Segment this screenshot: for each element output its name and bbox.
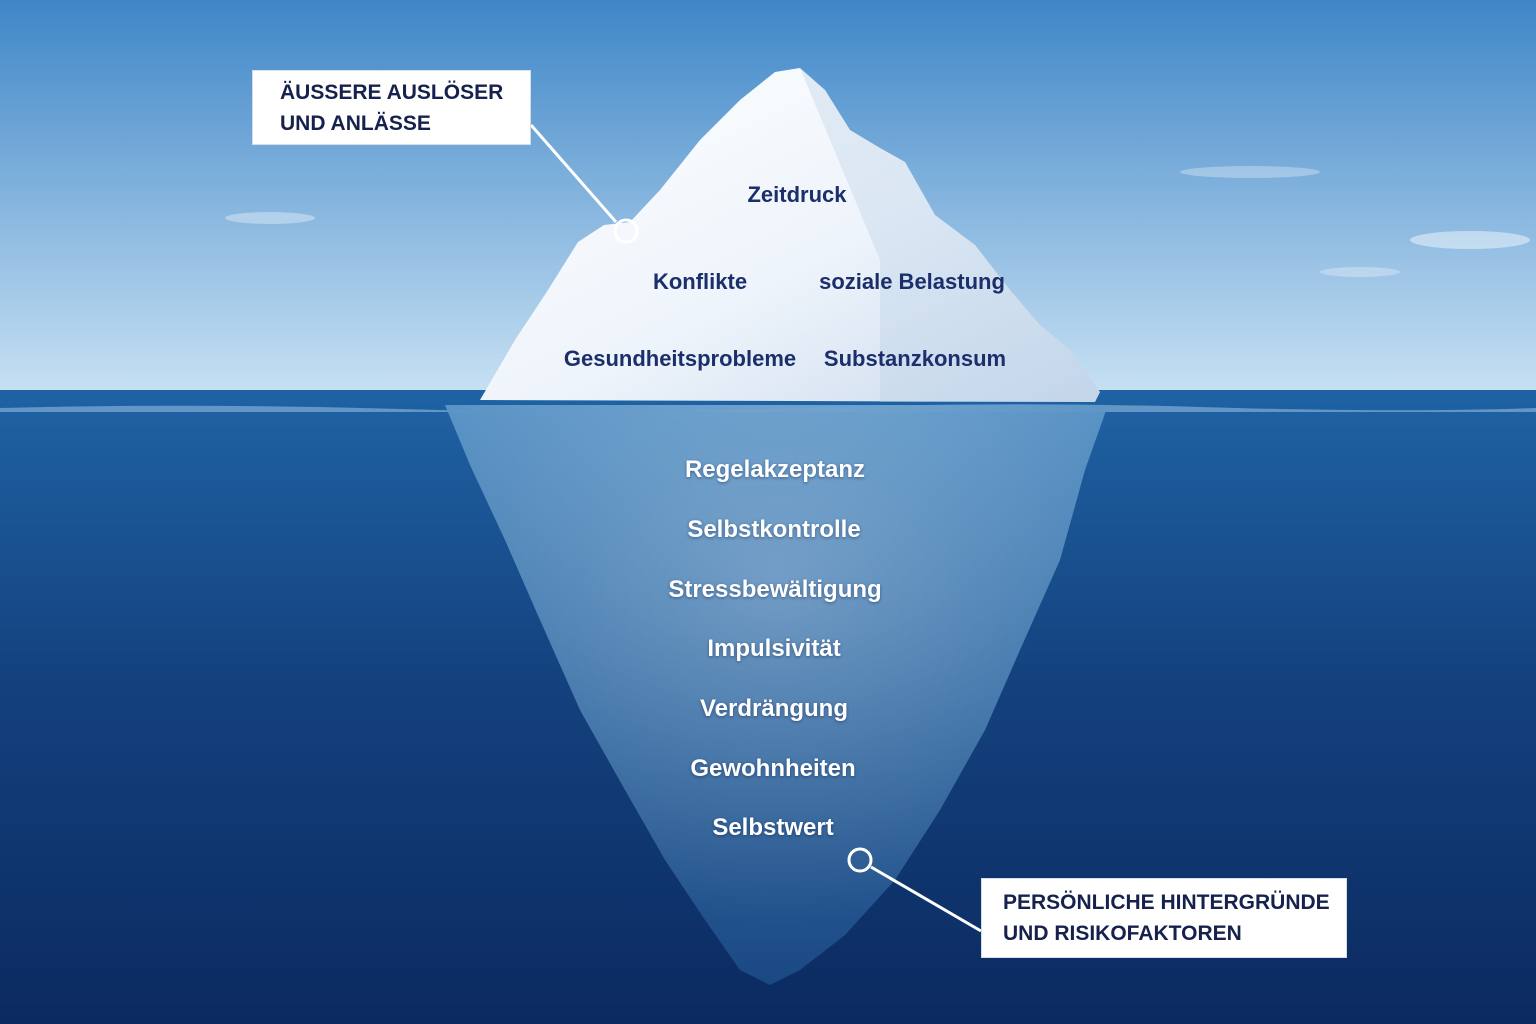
label-impulsivitaet: Impulsivität [707, 635, 841, 662]
cloud [1180, 166, 1320, 178]
label-selbstkontrolle: Selbstkontrolle [687, 516, 861, 543]
callout-bottom-line1: PERSÖNLICHE HINTERGRÜNDE [1003, 891, 1330, 914]
label-konflikte: Konflikte [652, 269, 748, 294]
callout-top-connector [529, 124, 618, 223]
label-soziale-belastung: soziale Belastung [819, 269, 1005, 294]
callout-personal-background: PERSÖNLICHE HINTERGRÜNDE UND RISIKOFAKTO… [981, 878, 1347, 958]
callout-bottom-line2: UND RISIKOFAKTOREN [1003, 922, 1242, 945]
cloud [225, 212, 315, 224]
iceberg-above-water [480, 68, 1100, 402]
cloud [1320, 267, 1400, 277]
label-stressbewaeltigung: Stressbewältigung [668, 576, 882, 603]
label-substanzkonsum: Substanzkonsum [823, 346, 1007, 371]
callout-top-line1: ÄUSSERE AUSLÖSER [280, 80, 504, 104]
horizon-line [0, 404, 1536, 412]
callout-top-line2: UND ANLÄSSE [280, 111, 431, 135]
label-selbstwert: Selbstwert [712, 814, 834, 841]
label-gewohnheiten: Gewohnheiten [690, 755, 856, 782]
label-zeitdruck: Zeitdruck [747, 182, 847, 207]
label-verdraengung: Verdrängung [699, 695, 849, 722]
callout-bottom-marker [847, 847, 873, 873]
label-gesundheitsprobleme: Gesundheitsprobleme [563, 346, 797, 371]
iceberg-underwater-glow [445, 405, 1108, 985]
label-regelakzeptanz: Regelakzeptanz [684, 456, 866, 483]
callout-top-marker [613, 218, 639, 244]
callout-external-triggers: ÄUSSERE AUSLÖSER UND ANLÄSSE [252, 70, 531, 145]
callout-bottom-connector [870, 865, 982, 933]
iceberg-shadow [800, 68, 1100, 402]
cloud [1410, 231, 1530, 249]
